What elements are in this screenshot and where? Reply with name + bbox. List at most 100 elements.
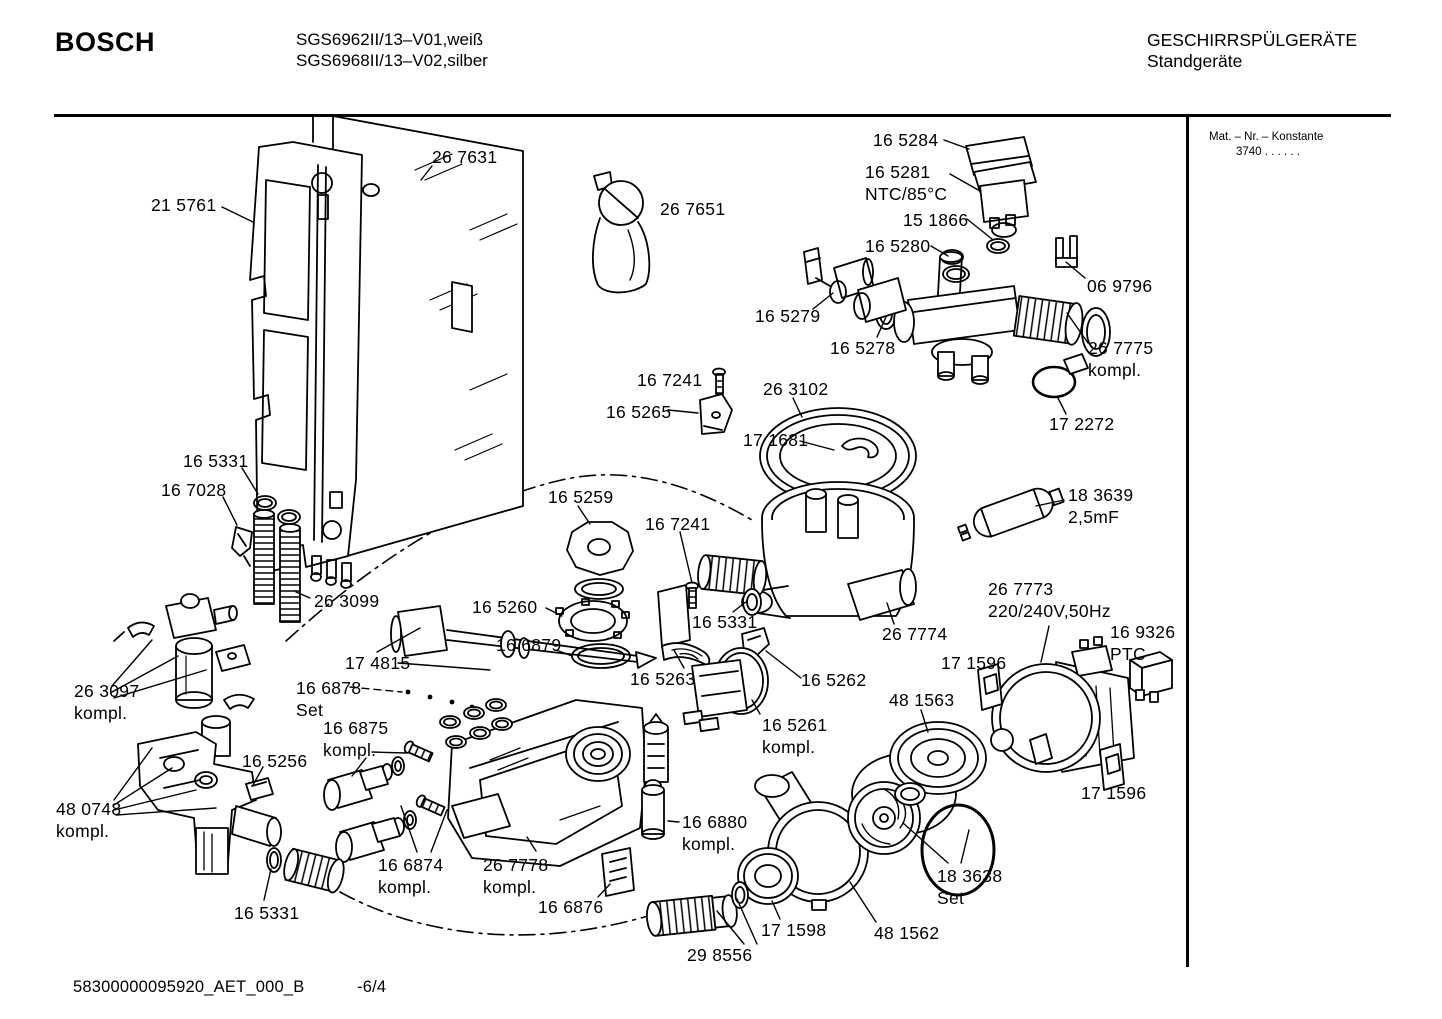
part-label: 06 9796 [1087,276,1153,296]
material-number-box: Mat. – Nr. – Konstante 3740 . . . . . . [1209,130,1323,160]
dosing-aid-26-3097 [113,593,251,709]
part-label: 26 7774 [882,624,948,644]
part-label: 16 5265 [606,402,672,422]
part-label: 29 8556 [687,945,753,965]
part-label: 16 5261 kompl. [762,715,828,757]
part-label: 26 7775 kompl. [1088,338,1154,380]
header-divider [54,114,1391,117]
part-label: 16 7241 [645,514,711,534]
inlet-valve-48-0748 [137,693,345,894]
bellows-16-5263 [657,584,711,667]
part-label: 26 7778 kompl. [483,855,549,897]
part-label: 16 6874 kompl. [378,855,444,897]
material-number-value: 3740 . . . . . . [1236,146,1300,158]
screw-16-7241-top [712,367,726,395]
part-label: 16 5284 [873,130,939,150]
model-line-1: SGS6962II/13–V01,weiß [296,30,484,49]
part-label: 16 5256 [242,751,308,771]
assembly-axis-lines [285,474,753,936]
part-label: 16 5331 [183,451,249,471]
part-label: 16 5331 [234,903,300,923]
part-label: 16 5279 [755,306,821,326]
part-label: 16 7241 [637,370,703,390]
seal-ring-15-1866 [986,238,1010,254]
impeller-18-3638 [847,781,926,855]
door-mounting-pins [310,555,352,589]
part-label: 16 5259 [548,487,614,507]
heater-plugs [439,698,513,749]
part-label: 48 1563 [889,690,955,710]
motor-26-7773 [990,636,1135,773]
part-label: 26 7631 [432,147,498,167]
part-label: 17 1596 [941,653,1007,673]
bracket-16-5265 [699,393,733,435]
plate-16-6876 [601,847,635,897]
model-numbers: SGS6962II/13–V01,weiß SGS6968II/13–V02,s… [296,30,488,71]
bracket-17-1596-a [977,663,1003,711]
part-label: 48 1562 [874,923,940,943]
part-label: 26 7651 [660,199,726,219]
spring-clip [231,526,253,567]
ptc-starter-16-9326 [1129,651,1173,703]
category-title: GESCHIRRSPÜLGERÄTE Standgeräte [1147,30,1357,72]
valve-16-5261 [682,647,769,733]
heater-assembly-26-7778 [439,698,647,867]
screw-set-dots-16-6878 [405,689,475,710]
part-label: 17 1681 [743,430,809,450]
part-label: 16 6876 [538,897,604,917]
part-label: 16 5260 [472,597,538,617]
info-column-divider [1186,114,1189,967]
part-label: 16 6878 Set [296,678,362,720]
ntc-sensor-16-5281 [979,179,1029,238]
part-label: 17 1598 [761,920,827,940]
part-label: 16 5278 [830,338,896,358]
part-label: 18 3639 2,5mF [1068,485,1134,527]
brand-logo: BOSCH [55,27,156,57]
door-springs [253,495,301,623]
document-code: 58300000095920_AET_000_B [73,978,305,996]
clip-16-5256 [245,777,274,801]
part-label: 17 4815 [345,653,411,673]
model-line-2: SGS6968II/13–V02,silber [296,50,488,70]
bearing-17-1598 [737,847,799,905]
bracket-16-5279 [803,247,831,287]
sump-pot-26-7774 [741,481,917,621]
hose-clamp-17-2272 [1031,353,1089,399]
clip-17-1681 [841,437,879,459]
part-label: 18 3638 Set [937,866,1003,908]
material-number-label: Mat. – Nr. – Konstante [1209,131,1324,143]
salt-funnel [592,171,651,294]
part-label: 17 2272 [1049,414,1115,434]
o-ring-16-5331-mid [742,588,762,616]
category-line-2: Standgeräte [1147,51,1243,71]
corrugated-tube [697,554,768,596]
water-distributor-26-7775 [853,251,1111,385]
part-label: 16 5262 [801,670,867,690]
part-label: 17 1596 [1081,783,1147,803]
part-label: 26 3102 [763,379,829,399]
part-label: 26 3097 kompl. [74,681,140,723]
part-label: 16 6880 kompl. [682,812,748,854]
hose-29-8556 [646,881,749,937]
sheet-index: -6/4 [357,978,387,996]
part-label: 16 6875 kompl. [323,718,389,760]
leader-lines [111,139,1089,945]
part-label: 15 1866 [903,210,969,230]
part-label: 16 7028 [161,480,227,500]
threaded-ring-16-5260 [555,598,630,642]
part-label: 16 5281 NTC/85°C [865,162,948,204]
part-label: 16 6879 [496,635,562,655]
salt-cap-16-5259 [566,521,634,600]
part-label: 16 5280 [865,236,931,256]
category-line-1: GESCHIRRSPÜLGERÄTE [1147,30,1358,50]
part-label: 21 5761 [151,195,217,215]
part-label: 16 5263 [630,669,696,689]
part-label: 16 5331 [692,612,758,632]
part-label: 26 3099 [314,591,380,611]
solenoid-16-6875 [323,740,434,811]
part-label: 48 0748 kompl. [56,799,122,841]
dispenser-16-6880 [641,713,669,840]
part-label: 16 9326 PTC [1110,622,1176,664]
